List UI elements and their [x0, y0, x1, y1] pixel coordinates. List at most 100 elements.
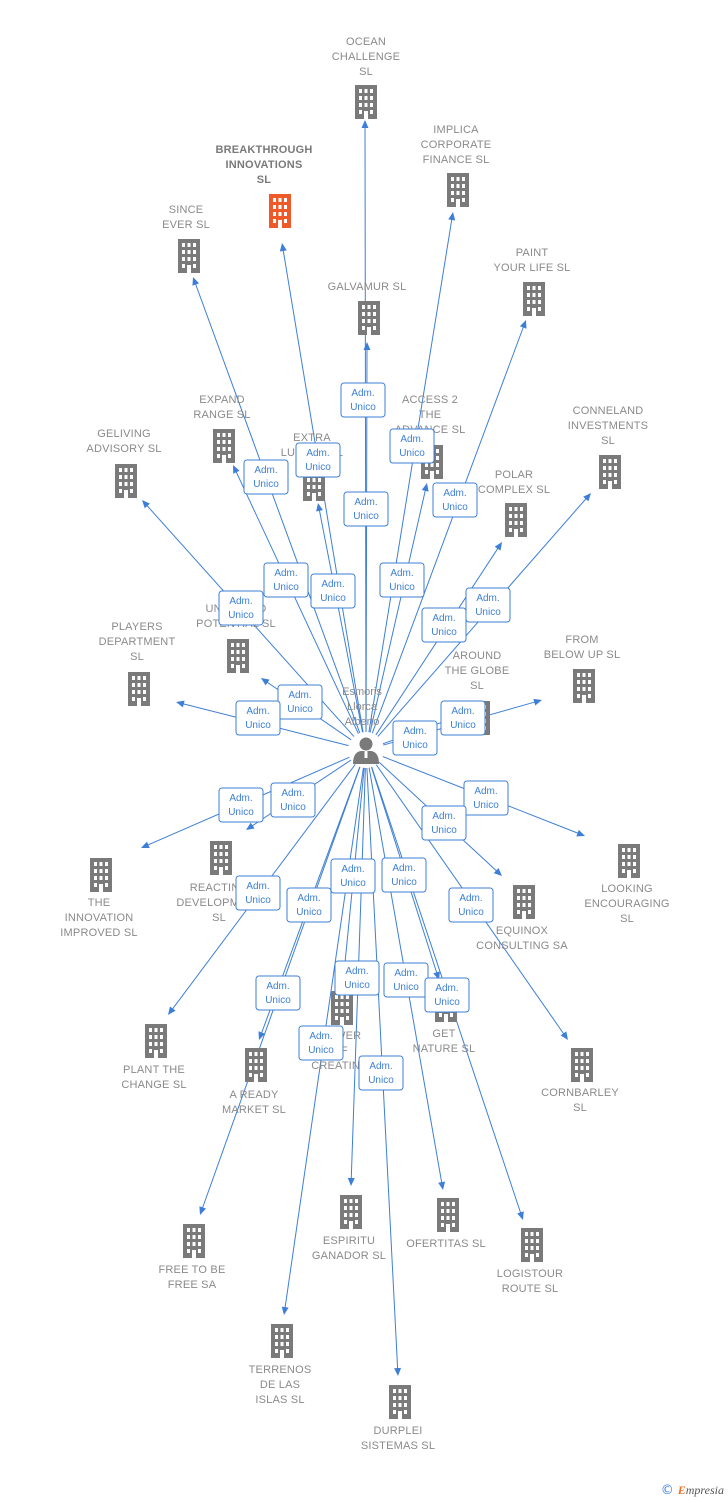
role-badge-ofertitas[interactable]: Adm.Unico: [383, 962, 429, 998]
building-icon: [269, 194, 291, 228]
role-badge-conneland[interactable]: Adm.Unico: [465, 587, 511, 623]
company-label-line: EVER SL: [162, 219, 210, 231]
role-badge-paint[interactable]: Adm.Unico: [432, 482, 478, 518]
company-label-line: SL: [359, 66, 373, 78]
role-badge-players[interactable]: Adm.Unico: [235, 700, 281, 736]
role-badge-logistour[interactable]: Adm.Unico: [424, 977, 470, 1013]
company-node-ofertitas[interactable]: OFERTITAS SL: [406, 1198, 486, 1250]
company-label-line: SL: [257, 174, 272, 186]
role-badge-text: Adm.: [254, 465, 277, 476]
role-badge-aready[interactable]: Adm.Unico: [255, 975, 301, 1011]
role-badge-reacting[interactable]: Adm.Unico: [270, 782, 316, 818]
company-label-line: GET: [432, 1028, 455, 1040]
company-label-line: CORPORATE: [421, 139, 492, 151]
role-badge-plant[interactable]: Adm.Unico: [235, 875, 281, 911]
role-badge-since[interactable]: Adm.Unico: [243, 459, 289, 495]
company-node-galvamur[interactable]: GALVAMUR SL: [328, 281, 407, 335]
role-badge-breakthrough[interactable]: Adm.Unico: [295, 442, 341, 478]
role-badge-access[interactable]: Adm.Unico: [379, 562, 425, 598]
role-badge-text: Adm.: [351, 388, 374, 399]
company-label-line: SISTEMAS SL: [361, 1440, 435, 1452]
person-node[interactable]: Esmoris Llorca Alberto: [342, 686, 382, 764]
company-label-line: THE: [419, 409, 442, 421]
arrowhead-ofertitas: [438, 1181, 446, 1190]
building-icon: [523, 282, 545, 316]
company-node-since[interactable]: SINCE EVER SL: [162, 204, 210, 273]
arrowhead-terrenos: [281, 1306, 289, 1315]
company-label-line: SINCE: [169, 204, 204, 216]
building-icon: [513, 885, 535, 919]
arrowhead-expand: [233, 465, 240, 474]
role-badge-power[interactable]: Adm.Unico: [286, 887, 332, 923]
company-label-line: THE GLOBE: [445, 665, 510, 677]
role-badge-text: Unico: [475, 607, 501, 618]
role-badge-freetobe[interactable]: Adm.Unico: [330, 858, 376, 894]
edge-extra: [317, 504, 364, 733]
role-badge-around[interactable]: Adm.Unico: [392, 720, 438, 756]
role-badge-box: [235, 700, 281, 736]
role-badge-text: Unico: [391, 877, 417, 888]
role-badge-text: Unico: [402, 740, 428, 751]
role-badge-geliving[interactable]: Adm.Unico: [218, 590, 264, 626]
company-label-line: GELIVING: [97, 428, 151, 440]
company-label-line: ISLAS SL: [255, 1394, 304, 1406]
role-badge-looking[interactable]: Adm.Unico: [463, 780, 509, 816]
role-badge-text: Unico: [442, 502, 468, 513]
role-badge-espiritu[interactable]: Adm.Unico: [334, 960, 380, 996]
role-badge-equinox[interactable]: Adm.Unico: [421, 805, 467, 841]
role-badge-text: Adm.: [392, 863, 415, 874]
role-badge-cornbarley[interactable]: Adm.Unico: [448, 887, 494, 923]
company-label-line: DEPARTMENT: [99, 636, 176, 648]
company-label-line: GANADOR SL: [312, 1250, 386, 1262]
role-badge-expand[interactable]: Adm.Unico: [263, 562, 309, 598]
role-badge-text: Unico: [305, 462, 331, 473]
role-badge-text: Adm.: [274, 568, 297, 579]
role-badge-text: Adm.: [246, 881, 269, 892]
role-badge-polar[interactable]: Adm.Unico: [421, 607, 467, 643]
role-badge-text: Adm.: [266, 981, 289, 992]
company-label-line: COMPLEX SL: [478, 484, 550, 496]
role-badge-terrenos[interactable]: Adm.Unico: [298, 1025, 344, 1061]
company-label-line: EXPAND: [199, 394, 245, 406]
role-badge-galvamur[interactable]: Adm.Unico: [343, 491, 389, 527]
company-label-line: INNOVATION: [65, 912, 134, 924]
role-badge-text: Unico: [431, 627, 457, 638]
edge-since: [193, 278, 361, 734]
role-badge-text: Unico: [245, 720, 271, 731]
role-badge-innovation[interactable]: Adm.Unico: [218, 787, 264, 823]
edge-access: [369, 484, 428, 733]
role-badge-ocean[interactable]: Adm.Unico: [340, 382, 386, 418]
role-badge-durplei[interactable]: Adm.Unico: [358, 1055, 404, 1091]
role-badge-extra[interactable]: Adm.Unico: [310, 573, 356, 609]
role-badge-box: [286, 887, 332, 923]
person-name-line-3: Alberto: [345, 716, 380, 728]
role-badge-unlimited[interactable]: Adm.Unico: [277, 684, 323, 720]
role-badge-getnature[interactable]: Adm. Unico: [381, 857, 427, 893]
role-badge-implica[interactable]: Adm.Unico: [389, 428, 435, 464]
company-label-line: SL: [470, 680, 484, 692]
role-badge-frombelow[interactable]: Adm.Unico: [440, 700, 486, 736]
